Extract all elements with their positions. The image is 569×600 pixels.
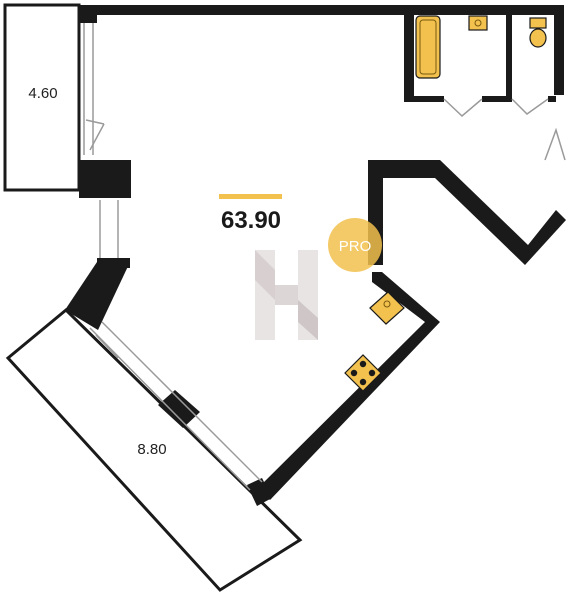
walls <box>65 5 566 506</box>
balcony-left-area: 4.60 <box>28 85 57 102</box>
pro-badge-text: PRO <box>339 238 372 255</box>
balcony-door-icon <box>85 119 105 151</box>
sink-icon <box>468 15 488 31</box>
loggia-bottom-area: 8.80 <box>137 441 166 458</box>
logo-h-icon <box>255 250 318 340</box>
total-area-group: 63.90 <box>219 194 282 234</box>
bathtub-icon <box>415 15 441 79</box>
loggia-bottom <box>5 307 303 592</box>
stove-icon <box>344 354 382 392</box>
total-area-accent-bar <box>219 194 282 199</box>
kitchen-sink-icon <box>369 291 405 325</box>
pro-badge: PRO <box>328 218 382 272</box>
left-window <box>83 23 119 258</box>
toilet-icon <box>529 17 547 48</box>
bathroom-doors <box>443 98 566 161</box>
balcony-left <box>3 3 81 192</box>
total-area: 63.90 <box>221 207 281 234</box>
